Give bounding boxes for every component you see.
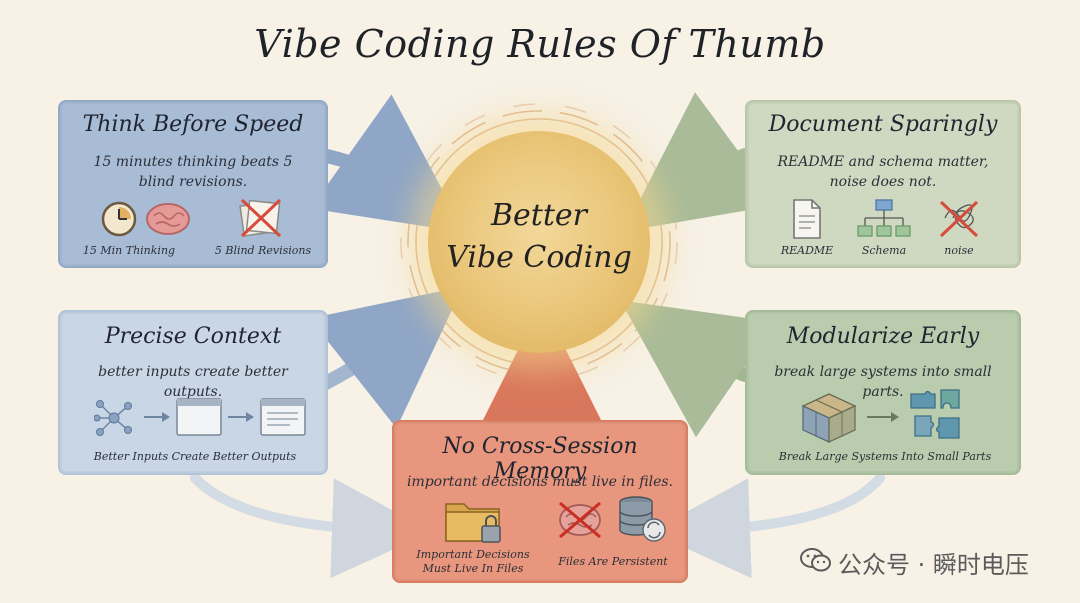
center-line-2: Vibe Coding (446, 240, 632, 275)
arrow-right-icon (228, 412, 254, 422)
caption-break-large: Break Large Systems Into Small Parts (778, 450, 992, 463)
arrow-document-to-center (623, 92, 778, 232)
caption-noise: noise (944, 244, 974, 257)
puzzle-pieces-icon (910, 389, 960, 439)
page-title: Vibe Coding Rules Of Thumb (254, 22, 826, 66)
caption-15-min: 15 Min Thinking (82, 244, 176, 257)
card-title: Think Before Speed (82, 112, 304, 137)
card-title: Modularize Early (786, 324, 980, 349)
network-nodes-icon (94, 400, 132, 436)
desc-line-1: README and schema matter, (777, 154, 989, 170)
database-sync-icon (619, 496, 666, 542)
arrow-right-icon (144, 412, 170, 422)
arrow-think-to-center (310, 94, 466, 233)
watermark: 公众号 · 瞬时电压 (800, 545, 1070, 579)
card-no-cross-session-memory: No Cross-Session Memory important decisi… (392, 420, 688, 583)
card-title: Document Sparingly (768, 112, 998, 137)
arrow-modular-to-center (620, 300, 776, 438)
card-description: important decisions must live in files. (406, 472, 674, 492)
crossed-papers-icon (239, 198, 282, 238)
desc-line-1: better inputs create better outputs. (98, 364, 288, 400)
card-title: Precise Context (104, 324, 282, 349)
schema-icon (857, 199, 911, 237)
puzzle-cube-icon (801, 393, 857, 444)
center-line-1: Better (490, 198, 587, 233)
card-description: better inputs create better outputs. (72, 362, 314, 402)
card-description: break large systems into small parts. (759, 362, 1007, 402)
desc-line-1: important decisions must live in files. (406, 474, 674, 490)
noise-scribble-icon (939, 200, 979, 238)
arrow-precise-to-memory (190, 473, 432, 579)
locked-folder-icon (445, 503, 501, 543)
crossed-brain-icon (559, 501, 601, 539)
caption-better-inputs: Better Inputs Create Better Outputs (93, 450, 297, 463)
arrow-modular-to-memory (650, 473, 885, 579)
clock-icon (101, 201, 137, 237)
card-description: README and schema matter, noise does not… (759, 152, 1007, 192)
center-circle (428, 131, 650, 353)
card-title: No Cross-Session Memory (442, 434, 638, 484)
text-window-icon (260, 398, 306, 436)
desc-line-2: blind revisions. (138, 174, 248, 190)
caption-line-1: Important Decisions (416, 548, 530, 561)
watermark-text: 公众号 · 瞬时电压 (838, 551, 1029, 579)
caption-line-2: Must Live In Files (422, 562, 524, 575)
center-label: Better Vibe Coding (428, 195, 650, 279)
document-icon (793, 199, 821, 239)
window-icon (176, 398, 222, 436)
caption-5-blind: 5 Blind Revisions (214, 244, 312, 257)
desc-line-2: noise does not. (829, 174, 937, 190)
wechat-icon (800, 548, 831, 572)
caption-files-persistent: Files Are Persistent (558, 555, 668, 568)
arrow-right-icon (867, 412, 899, 422)
card-precise-context: Precise Context better inputs create bet… (58, 310, 328, 475)
brain-icon (146, 203, 190, 235)
card-think-before-speed: Think Before Speed 15 minutes thinking b… (58, 100, 328, 268)
card-description: 15 minutes thinking beats 5 blind revisi… (72, 152, 314, 192)
desc-line-1: break large systems into small parts. (774, 364, 992, 400)
card-modularize-early: Modularize Early break large systems int… (745, 310, 1021, 475)
desc-line-1: 15 minutes thinking beats 5 (93, 154, 293, 170)
arrow-precise-to-center (309, 286, 463, 429)
card-document-sparingly: Document Sparingly README and schema mat… (745, 100, 1021, 268)
caption-schema: Schema (861, 244, 907, 257)
caption-readme: README (780, 244, 834, 257)
caption-important-decisions: Important Decisions Must Live In Files (408, 548, 538, 576)
